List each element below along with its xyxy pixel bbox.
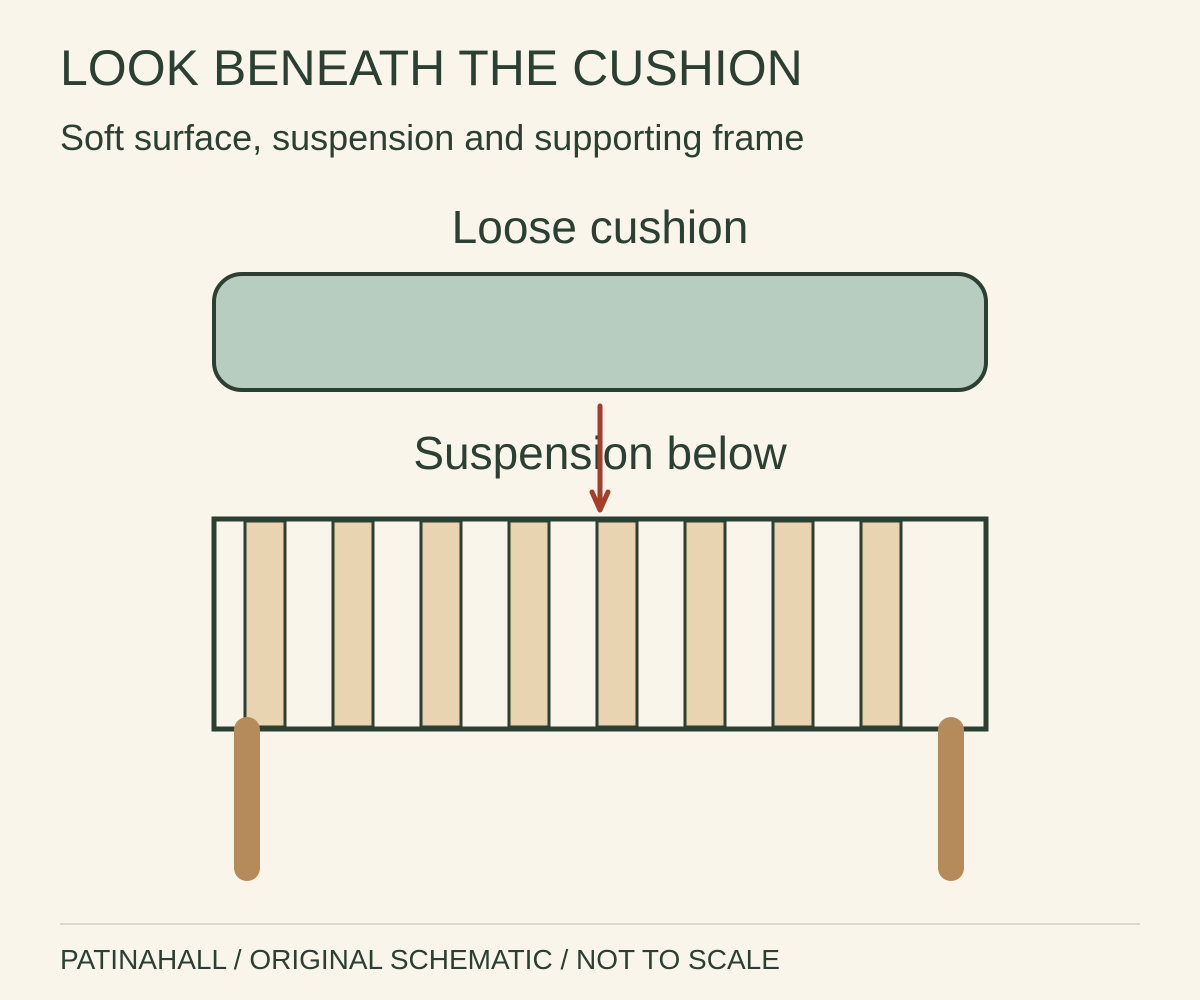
suspension-slat (683, 519, 727, 729)
suspension-slat (595, 519, 639, 729)
loose-cushion (212, 272, 988, 392)
supporting-frame (211, 516, 989, 732)
suspension-slat (859, 519, 903, 729)
suspension-slat (419, 519, 463, 729)
suspension-slat (243, 519, 287, 729)
footer-credit: PATINAHALL / ORIGINAL SCHEMATIC / NOT TO… (60, 944, 780, 975)
cushion-label: Loose cushion (452, 201, 749, 253)
suspension-slat (771, 519, 815, 729)
suspension-slat (331, 519, 375, 729)
suspension-slat (507, 519, 551, 729)
page-title: LOOK BENEATH THE CUSHION (60, 40, 803, 96)
page-subtitle: Soft surface, suspension and supporting … (60, 117, 804, 158)
down-arrow-icon (589, 403, 611, 513)
